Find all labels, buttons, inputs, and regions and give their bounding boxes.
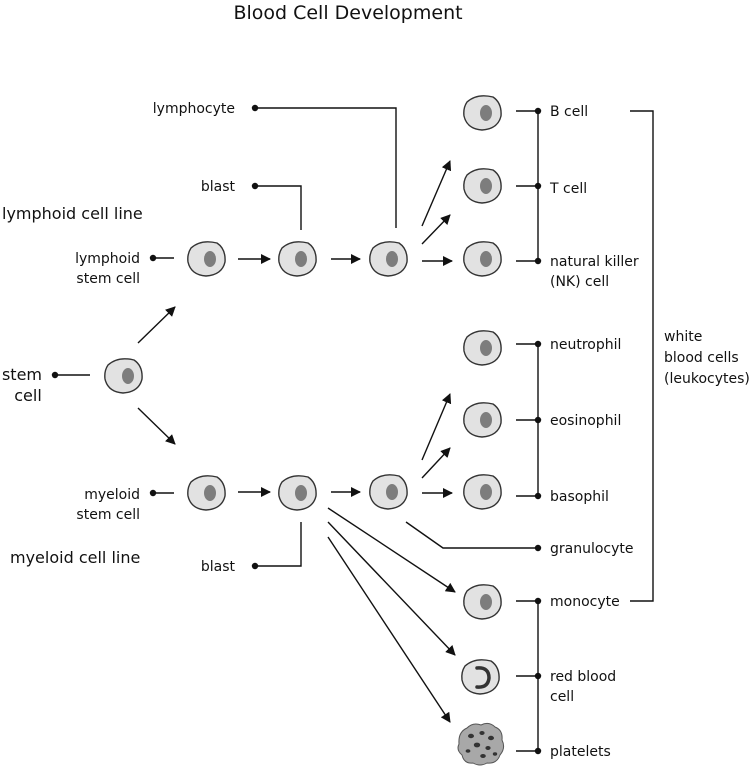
lymphoid-stem-cell-label-line2: stem cell [76, 271, 140, 287]
lymphocyte-label: lymphocyte [153, 101, 235, 117]
t-cell-label: T cell [549, 181, 587, 197]
myeloid-progenitor-cell [369, 474, 408, 510]
lymphoid-bracket [516, 107, 542, 265]
nk-cell [463, 241, 502, 277]
leukocytes-label: white blood cells (leukocytes) [664, 329, 750, 387]
bottom-bracket [516, 597, 542, 755]
myeloid-blast-dot [251, 562, 259, 570]
basophil-label: basophil [550, 489, 609, 505]
arrow-to-b-cell [421, 160, 452, 227]
stem-cell-dot [51, 371, 59, 379]
b-cell [463, 95, 502, 131]
myeloid-stem-cell-label-line1: myeloid [84, 487, 140, 503]
b-cell-label: B cell [550, 104, 588, 120]
stem-cell-label-line2: cell [14, 386, 42, 405]
lymphoid-progenitor-cell [369, 241, 408, 277]
leukocytes-label-line1: white [664, 329, 702, 345]
stem-cell [104, 358, 143, 394]
leukocytes-label-line3: (leukocytes) [664, 371, 750, 387]
red-blood-cell [461, 659, 500, 695]
monocyte-cell [463, 584, 502, 620]
neutrophil-cell [463, 330, 502, 366]
granulocyte-label: granulocyte [550, 541, 634, 557]
arrow-to-neutrophil [421, 393, 452, 461]
granulocyte-leader [405, 521, 538, 549]
myeloid-blast-leader [255, 522, 302, 567]
lymphoid-blast-leader [255, 185, 302, 230]
eosinophil-label: eosinophil [550, 413, 621, 429]
lymphocyte-dot [251, 104, 259, 112]
red-blood-cell-label-line1: red blood [550, 669, 616, 685]
red-blood-cell-label: red blood cell [550, 669, 616, 705]
leukocytes-bracket [630, 110, 654, 602]
monocyte-label: monocyte [550, 594, 620, 610]
basophil-cell [463, 474, 502, 510]
arrow-to-platelets [327, 536, 451, 723]
lymphoid-blast-cell [278, 241, 317, 277]
arrow-to-red-blood-cell [327, 521, 456, 656]
eosinophil-cell [463, 402, 502, 438]
stem-cell-label-line1: stem [2, 365, 42, 384]
nk-cell-label-line2: (NK) cell [550, 274, 609, 290]
t-cell [463, 168, 502, 204]
leukocytes-label-line2: blood cells [664, 350, 739, 366]
arrow-to-eosinophil [421, 447, 451, 479]
granulocyte-dot [534, 544, 542, 552]
arrows [137, 160, 456, 723]
myeloid-stem-cell-label: myeloid stem cell [76, 487, 140, 523]
myeloid-blast-cell [278, 475, 317, 511]
myeloid-stem-dot [149, 489, 157, 497]
neutrophil-label: neutrophil [550, 337, 621, 353]
platelets-label: platelets [550, 744, 611, 760]
lymphoid-blast-dot [251, 182, 259, 190]
lymphoid-stem-cell [187, 241, 226, 277]
lymphoid-stem-dot [149, 254, 157, 262]
arrow-to-monocyte [327, 507, 456, 593]
lymphocyte-leader [255, 107, 397, 228]
myeloid-stem-cell [187, 475, 226, 511]
lymphoid-blast-label: blast [201, 179, 236, 195]
lymphoid-stem-cell-label-line1: lymphoid [75, 251, 140, 267]
red-blood-cell-label-line2: cell [550, 689, 574, 705]
myeloid-line-label: myeloid cell line [10, 548, 140, 567]
myeloid-stem-cell-label-line2: stem cell [76, 507, 140, 523]
diagram-title: Blood Cell Development [233, 2, 462, 24]
lymphoid-line-label: lymphoid cell line [2, 204, 143, 223]
arrow-stem-to-lymphoid [137, 306, 176, 344]
granulocyte-bracket [516, 340, 542, 500]
arrow-stem-to-myeloid [137, 407, 176, 445]
stem-cell-label: stem cell [2, 365, 42, 405]
lymphoid-stem-cell-label: lymphoid stem cell [75, 251, 140, 287]
nk-cell-label: natural killer (NK) cell [550, 254, 639, 290]
leader-lines [51, 104, 542, 570]
platelets-cell [457, 722, 505, 766]
nk-cell-label-line1: natural killer [550, 254, 639, 270]
myeloid-blast-label: blast [201, 559, 236, 575]
arrow-to-t-cell [421, 214, 451, 245]
